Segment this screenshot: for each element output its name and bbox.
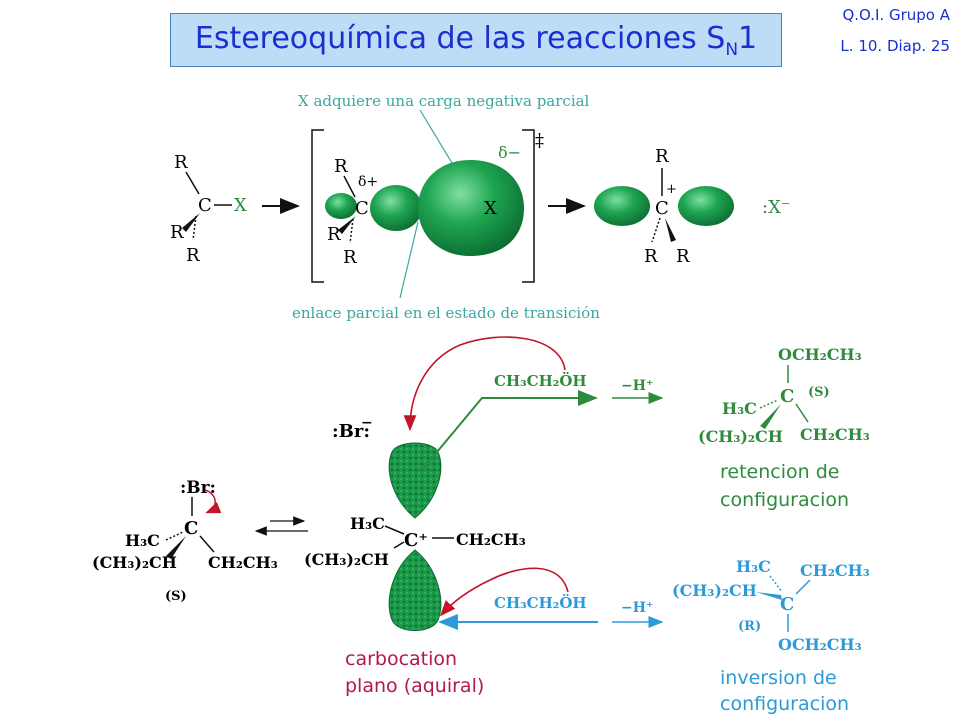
substituent-r: R	[174, 152, 188, 173]
leaving-group-lobe	[418, 160, 524, 256]
carbon-c: C	[780, 386, 794, 407]
upper-p-lobe	[388, 442, 442, 519]
inversion-label-1: inversion de	[720, 667, 837, 689]
group-h3c: H₃C	[722, 399, 757, 418]
deprotonation-top: −H⁺	[621, 378, 653, 394]
cation-carbon: C⁺	[404, 530, 428, 551]
substituent-r: R	[343, 247, 357, 268]
page-title: Estereoquímica de las reacciones SN1	[170, 13, 782, 67]
retention-label-2: configuracion	[720, 489, 849, 511]
carbocation-top: R + C R R	[644, 146, 690, 267]
group-ethoxy: OCH₂CH₃	[778, 345, 862, 364]
substituent-r: R	[170, 222, 184, 243]
nucleophile-top: CH₃CH₂ÖH	[494, 371, 587, 390]
start-config: (S)	[165, 589, 187, 604]
transition-state-center: R δ+ C R R X	[327, 156, 497, 268]
substituent-r: R	[334, 156, 348, 177]
group-ethyl: CH₂CH₃	[800, 561, 870, 580]
retention-product: OCH₂CH₃ C (S) H₃C (CH₃)₂CH CH₂CH₃	[698, 345, 870, 446]
title-subscript: N	[725, 40, 739, 60]
annotation-partial-bond: enlace parcial en el estado de transició…	[292, 304, 600, 322]
substituent-r: R	[186, 245, 200, 266]
p-orbital-left-lobe	[594, 186, 650, 226]
carbon-c: C	[780, 594, 794, 615]
retention-config: (S)	[808, 385, 830, 400]
carbocation-label-2: plano (aquiral)	[345, 675, 484, 697]
carbon-c: C	[355, 198, 369, 219]
annotation-partial-charge: X adquiere una carga negativa parcial	[298, 92, 590, 110]
inversion-config: (R)	[738, 619, 761, 634]
carbon-c: C	[198, 195, 212, 216]
group-isopropyl: (CH₃)₂CH	[672, 581, 757, 600]
bracket-left	[311, 129, 324, 283]
delta-plus: δ+	[358, 174, 378, 190]
slide-ref: L. 10. Diap. 25	[840, 37, 950, 55]
carbocation-center: H₃C C⁺ CH₂CH₃ (CH₃)₂CH	[304, 514, 526, 569]
double-dagger: ‡	[535, 130, 544, 151]
starting-bromide: :Br: C H₃C (CH₃)₂CH CH₂CH₃ (S)	[92, 478, 278, 604]
title-end: 1	[738, 21, 758, 56]
bromide-anion: :Br:	[332, 421, 370, 442]
group-h3c: H₃C	[125, 531, 160, 550]
reactant-alkyl-halide: R C X R R	[170, 152, 247, 266]
inversion-product: H₃C CH₂CH₃ (CH₃)₂CH C (R) OCH₂CH₃	[672, 557, 870, 654]
group-isopropyl: (CH₃)₂CH	[698, 427, 783, 446]
nucleophile-bottom: CH₃CH₂ÖH	[494, 593, 587, 612]
course-ref: Q.O.I. Grupo A	[842, 6, 950, 24]
retention-path	[421, 390, 598, 471]
halide-anion: :X⁻	[762, 197, 790, 218]
bromide-charge: −	[361, 415, 373, 431]
carbon-c: C	[655, 198, 669, 219]
group-isopropyl: (CH₃)₂CH	[92, 553, 177, 572]
attack-arrow-top	[403, 336, 566, 432]
group-ethyl: CH₂CH₃	[800, 425, 870, 444]
bracket-right	[522, 129, 535, 283]
group-isopropyl: (CH₃)₂CH	[304, 550, 389, 569]
deprotonation-bottom: −H⁺	[621, 600, 653, 616]
leaving-group-x: X	[484, 198, 497, 219]
group-h3c: H₃C	[350, 514, 385, 533]
attack-arrow-bottom	[439, 567, 569, 617]
cation-plus: +	[666, 182, 677, 197]
title-main: Estereoquímica de las reacciones S	[194, 21, 726, 56]
annotation-pointer-top	[419, 109, 456, 169]
group-ethoxy: OCH₂CH₃	[778, 635, 862, 654]
p-orbital-right-lobe	[678, 186, 734, 226]
group-ethyl: CH₂CH₃	[456, 530, 526, 549]
bromine-label: :Br:	[180, 478, 216, 498]
substituent-r: R	[327, 224, 341, 245]
substituent-r: R	[655, 146, 669, 167]
group-h3c: H₃C	[736, 557, 771, 576]
delta-minus: δ−	[498, 143, 521, 162]
bonding-lobe	[370, 185, 422, 231]
carbon-c: C	[184, 518, 198, 539]
retention-label-1: retencion de	[720, 461, 839, 483]
leaving-group-x: X	[234, 195, 247, 216]
bromide-leaving-arrow	[204, 489, 222, 514]
group-ethyl: CH₂CH₃	[208, 553, 278, 572]
substituent-r: R	[644, 246, 658, 267]
lower-p-lobe	[388, 549, 442, 631]
substituent-r: R	[676, 246, 690, 267]
carbocation-label-1: carbocation	[345, 648, 457, 670]
inversion-label-2: configuracion	[720, 693, 849, 715]
annotation-pointer-bottom	[399, 221, 419, 299]
small-back-lobe	[325, 193, 357, 219]
